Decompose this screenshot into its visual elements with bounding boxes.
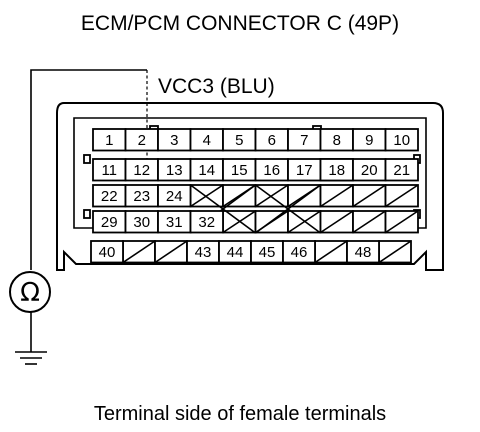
terminal-30: 30 <box>124 210 159 234</box>
terminal-18: 18 <box>319 158 354 182</box>
terminal-43: 43 <box>186 240 220 264</box>
terminal-9: 9 <box>352 128 387 152</box>
terminal-13: 13 <box>157 158 192 182</box>
terminal-45: 45 <box>250 240 284 264</box>
terminal-20: 20 <box>352 158 387 182</box>
terminal-number: 20 <box>361 162 378 179</box>
terminal-cavity <box>189 210 224 234</box>
terminal-number: 14 <box>198 162 215 179</box>
terminal-32: 32 <box>189 210 224 234</box>
terminal-cavity <box>384 128 419 152</box>
blank-cavity <box>122 240 156 264</box>
terminal-14: 14 <box>189 158 224 182</box>
terminal-number: 24 <box>166 188 183 205</box>
probe-label: VCC3 (BLU) <box>158 75 275 98</box>
terminal-number: 2 <box>138 132 146 149</box>
blank-cavity <box>319 184 354 208</box>
terminal-number: 9 <box>365 132 373 149</box>
terminal-number: 31 <box>166 214 183 231</box>
terminal-number: 40 <box>99 244 116 261</box>
terminal-number: 7 <box>300 132 308 149</box>
terminal-cavity <box>346 240 380 264</box>
terminal-number: 11 <box>101 162 117 179</box>
terminal-3: 3 <box>157 128 192 152</box>
terminal-number: 17 <box>296 162 313 179</box>
terminal-48: 48 <box>346 240 380 264</box>
terminal-number: 21 <box>393 162 410 179</box>
terminal-24: 24 <box>157 184 192 208</box>
terminal-6: 6 <box>254 128 289 152</box>
terminal-31: 31 <box>157 210 192 234</box>
blank-cavity <box>384 184 419 208</box>
ohm-symbol: Ω <box>20 278 40 308</box>
terminal-number: 23 <box>133 188 150 205</box>
terminal-cavity <box>282 240 316 264</box>
terminal-21: 21 <box>384 158 419 182</box>
terminal-number: 3 <box>170 132 178 149</box>
ground-icon <box>15 351 47 365</box>
terminal-number: 43 <box>195 244 212 261</box>
blank-cavity <box>154 240 188 264</box>
cavity-cross <box>255 184 321 234</box>
terminal-number: 15 <box>231 162 248 179</box>
terminal-number: 48 <box>355 244 372 261</box>
terminal-number: 30 <box>133 214 150 231</box>
terminal-number: 45 <box>259 244 276 261</box>
terminal-cavity <box>90 240 124 264</box>
blank-cavity <box>384 210 419 234</box>
terminal-number: 10 <box>393 132 410 149</box>
terminal-46: 46 <box>282 240 316 264</box>
terminal-11: 11 <box>92 158 127 182</box>
terminal-7: 7 <box>287 128 322 152</box>
blank-cavity <box>352 184 387 208</box>
terminal-8: 8 <box>319 128 354 152</box>
terminal-15: 15 <box>222 158 257 182</box>
terminal-number: 29 <box>101 214 118 231</box>
caption: Terminal side of female terminals <box>94 403 386 425</box>
terminal-number: 32 <box>198 214 215 231</box>
terminal-number: 44 <box>227 244 244 261</box>
ohmmeter-icon <box>9 271 51 313</box>
terminal-number: 5 <box>235 132 243 149</box>
probe-wire <box>30 69 147 270</box>
blank-cavity <box>352 210 387 234</box>
terminal-number: 46 <box>291 244 308 261</box>
terminal-4: 4 <box>189 128 224 152</box>
terminal-number: 4 <box>203 132 211 149</box>
blank-cavity <box>378 240 412 264</box>
terminal-23: 23 <box>124 184 159 208</box>
terminal-17: 17 <box>287 158 322 182</box>
terminal-number: 6 <box>268 132 276 149</box>
blank-cavities <box>122 158 419 264</box>
terminal-cavity <box>384 158 419 182</box>
terminal-29: 29 <box>92 210 127 234</box>
blank-cavity <box>314 240 348 264</box>
terminal-5: 5 <box>222 128 257 152</box>
terminal-2: 2 <box>124 128 159 152</box>
terminal-number: 18 <box>328 162 345 179</box>
terminal-number: 12 <box>133 162 150 179</box>
diagram-title: ECM/PCM CONNECTOR C (49P) <box>81 12 399 35</box>
terminal-40: 40 <box>90 240 124 264</box>
terminal-10: 10 <box>384 128 419 152</box>
terminal-number: 8 <box>333 132 341 149</box>
terminal-number: 22 <box>101 188 118 205</box>
terminal-number: 16 <box>263 162 280 179</box>
terminal-number: 13 <box>166 162 183 179</box>
terminal-12: 12 <box>124 158 159 182</box>
terminal-cavity <box>157 184 192 208</box>
terminal-number: 1 <box>105 132 113 149</box>
terminal-1: 1 <box>92 128 127 152</box>
terminal-44: 44 <box>218 240 252 264</box>
terminal-16: 16 <box>254 158 289 182</box>
terminal-22: 22 <box>92 184 127 208</box>
blank-cavity <box>319 210 354 234</box>
